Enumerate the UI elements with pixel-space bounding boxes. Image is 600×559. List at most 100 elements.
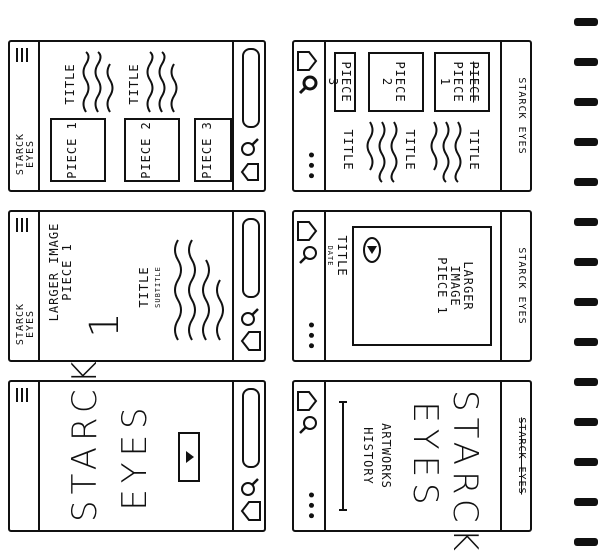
- bottom-bar: [232, 380, 266, 532]
- wireframe-piece-detail-list: STARCK EYES LARGER IMAGE PIECE 1 TITLE D…: [292, 210, 532, 362]
- search-icon[interactable]: [297, 414, 319, 436]
- home-icon[interactable]: [240, 500, 262, 522]
- wireframe-home-list: STARCK EYES STARCK EYES ARTWORKS HISTORY: [292, 380, 532, 557]
- piece-3-label: PIECE 3: [200, 121, 214, 179]
- spiral-ring: [574, 138, 598, 146]
- home-icon[interactable]: [296, 50, 318, 72]
- spiral-ring: [574, 538, 598, 546]
- home-hero-line-1: STARCK: [65, 355, 105, 522]
- nav-link-history[interactable]: HISTORY: [361, 427, 375, 485]
- dropdown[interactable]: [178, 432, 200, 482]
- search-field[interactable]: [242, 48, 260, 128]
- piece-2-description: [146, 51, 178, 113]
- large-image-label: LARGER IMAGE PIECE 1: [435, 257, 475, 315]
- wireframe-gallery-mobile: STARCK EYES PIECE 1 TITLE PIECE 2 TITLE: [8, 40, 266, 192]
- home-icon[interactable]: [240, 142, 260, 182]
- logo: STARCK EYES: [15, 302, 36, 346]
- top-bar: STARCK EYES: [8, 40, 40, 192]
- menu-icon[interactable]: [16, 48, 30, 62]
- spiral-ring: [574, 338, 598, 346]
- spiral-ring: [574, 18, 598, 26]
- search-field[interactable]: [242, 388, 260, 468]
- search-icon[interactable]: [239, 476, 261, 498]
- spiral-ring: [574, 98, 598, 106]
- dropdown-arrow-icon[interactable]: [185, 450, 195, 464]
- detail-description: [174, 239, 224, 341]
- nav-link-artworks[interactable]: ARTWORKS: [379, 423, 393, 489]
- detail-date: DATE: [326, 245, 334, 267]
- logo: STARCK EYES: [15, 132, 36, 176]
- piece-1-description: [430, 121, 462, 183]
- piece-2-label: PIECE 2: [139, 121, 153, 179]
- bottom-bar: •••: [292, 380, 326, 532]
- search-icon[interactable]: [297, 244, 319, 266]
- search-icon[interactable]: [239, 136, 261, 158]
- home-icon[interactable]: [296, 390, 318, 412]
- search-icon[interactable]: [239, 306, 261, 328]
- search-icon[interactable]: [297, 74, 319, 96]
- menu-icon[interactable]: [16, 388, 30, 402]
- spiral-ring: [574, 218, 598, 226]
- divider: [339, 401, 347, 511]
- bottom-bar: •••: [292, 210, 326, 362]
- top-bar: STARCK EYES: [500, 380, 532, 532]
- piece-2-title: TITLE: [127, 63, 141, 105]
- spiral-ring: [574, 498, 598, 506]
- more-dots-icon[interactable]: •••: [302, 320, 318, 352]
- detail-title: TITLE: [137, 266, 151, 308]
- more-dots-icon[interactable]: •••: [302, 490, 318, 522]
- detail-title: TITLE: [335, 235, 349, 277]
- spiral-ring: [574, 298, 598, 306]
- piece-1-card[interactable]: PIECE PIECE 1: [434, 52, 490, 112]
- bottom-bar: •••: [292, 40, 326, 192]
- home-hero-line-1: STARCK: [445, 390, 485, 557]
- detail-subtitle: SUBTITLE: [154, 266, 162, 308]
- spiral-ring: [574, 58, 598, 66]
- wireframe-piece-detail-mobile: STARCK EYES LARGER IMAGE PIECE 1 1 TITLE…: [8, 210, 266, 362]
- piece-1-label: PIECE 1: [65, 121, 79, 179]
- piece-1-title: TITLE: [63, 63, 77, 105]
- spiral-ring: [574, 258, 598, 266]
- piece-1-struck-label: PIECE: [467, 61, 481, 103]
- bottom-bar: [232, 210, 266, 362]
- logo: STARCK EYES: [516, 247, 527, 325]
- piece-2-card[interactable]: PIECE 2: [124, 118, 180, 182]
- piece-3-title: TITLE: [341, 129, 355, 171]
- logo-struck: STARCK EYES: [516, 417, 527, 495]
- piece-3-card[interactable]: PIECE 3: [326, 52, 356, 112]
- spiral-ring: [574, 418, 598, 426]
- piece-2-label: PIECE 2: [380, 61, 407, 103]
- piece-2-description: [366, 121, 398, 183]
- top-bar: STARCK EYES: [500, 210, 532, 362]
- large-image-label: LARGER IMAGE PIECE 1: [47, 222, 74, 322]
- wireframe-home-mobile: STARCK EYES: [8, 355, 266, 532]
- bottom-bar: [232, 40, 266, 192]
- top-bar: STARCK EYES: [8, 210, 40, 362]
- logo: STARCK EYES: [516, 77, 527, 155]
- piece-3-card[interactable]: PIECE 3: [194, 118, 232, 182]
- piece-2-card[interactable]: PIECE 2: [368, 52, 424, 112]
- large-image-frame[interactable]: LARGER IMAGE PIECE 1: [352, 226, 492, 346]
- piece-1-title: TITLE: [467, 129, 481, 171]
- piece-1-description: [82, 51, 114, 113]
- spiral-ring: [574, 458, 598, 466]
- home-icon[interactable]: [296, 220, 318, 242]
- home-hero-line-2: EYES: [115, 401, 155, 511]
- piece-2-title: TITLE: [403, 129, 417, 171]
- top-bar: STARCK EYES: [500, 40, 532, 192]
- menu-icon[interactable]: [16, 218, 30, 232]
- spiral-ring: [574, 378, 598, 386]
- piece-3-label: PIECE 3: [326, 61, 353, 103]
- wireframe-gallery-list: STARCK EYES PIECE PIECE 1 TITLE PIECE 2 …: [292, 40, 532, 192]
- more-dots-icon[interactable]: •••: [302, 150, 318, 182]
- home-hero-line-2: EYES: [405, 401, 445, 511]
- play-icon[interactable]: [362, 236, 382, 264]
- piece-1-label: PIECE 1: [438, 61, 465, 103]
- home-icon[interactable]: [240, 330, 262, 352]
- piece-number: 1: [82, 306, 128, 338]
- piece-1-card[interactable]: PIECE 1: [50, 118, 106, 182]
- spiral-ring: [574, 178, 598, 186]
- spiral-binding: [572, 0, 600, 559]
- search-field[interactable]: [242, 218, 260, 298]
